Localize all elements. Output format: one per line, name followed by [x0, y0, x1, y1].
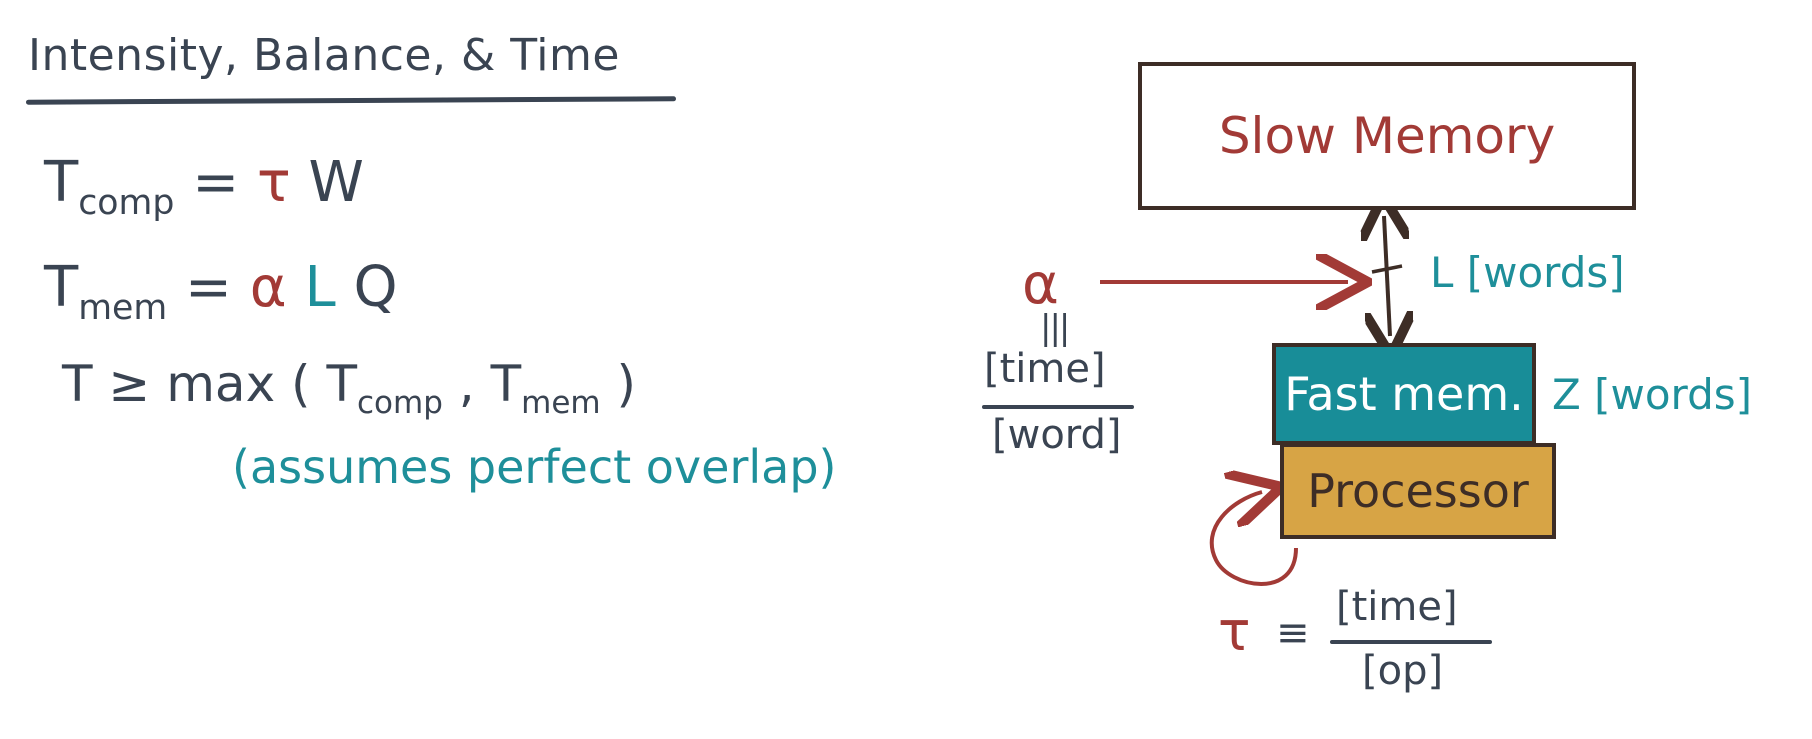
- eq3-end: ): [600, 355, 636, 413]
- eq1-w: W: [290, 150, 364, 215]
- eq3-lhs: T ≥ max ( T: [62, 355, 357, 413]
- title: Intensity, Balance, & Time: [28, 30, 620, 81]
- eq2-l: L: [286, 255, 336, 320]
- eq1-sub: comp: [78, 183, 175, 224]
- eq3-sub2: mem: [521, 384, 601, 421]
- eq1-eq: =: [174, 150, 257, 215]
- alpha-equivalence: |||: [1040, 308, 1070, 348]
- processor-loop-arrow: [1209, 492, 1298, 586]
- tau-equivalence: ≡: [1276, 610, 1310, 656]
- overlap-note: (assumes perfect overlap): [232, 440, 837, 494]
- fast-memory-size-label: Z [words]: [1552, 370, 1753, 419]
- eq1-lhs: T: [44, 150, 79, 215]
- tau-numerator: [time]: [1336, 584, 1458, 630]
- memory-link-tick: [1371, 264, 1403, 274]
- equation-t-mem: Tmem = α L Q: [44, 255, 398, 328]
- alpha-denominator: [word]: [992, 412, 1122, 458]
- eq2-eq: =: [167, 255, 250, 320]
- eq2-sub: mem: [78, 288, 168, 329]
- alpha-symbol: α: [1022, 252, 1059, 317]
- tau-fraction-bar: [1330, 640, 1492, 644]
- alpha-fraction-bar: [982, 405, 1134, 409]
- memory-link-arrow: [1384, 216, 1390, 336]
- bandwidth-label: L [words]: [1430, 248, 1625, 297]
- eq1-tau: τ: [256, 150, 291, 215]
- tau-symbol: τ: [1218, 600, 1251, 663]
- fast-memory-label: Fast mem.: [1284, 367, 1524, 421]
- processor-box: Processor: [1280, 443, 1556, 539]
- eq2-alpha: α: [249, 255, 287, 320]
- equation-t-max: T ≥ max ( Tcomp , Tmem ): [62, 355, 636, 421]
- equation-t-comp: Tcomp = τ W: [44, 150, 364, 223]
- alpha-numerator: [time]: [984, 346, 1106, 392]
- eq3-sub1: comp: [357, 384, 443, 421]
- fast-memory-box: Fast mem.: [1272, 343, 1536, 445]
- slow-memory-box: Slow Memory: [1138, 62, 1636, 210]
- eq3-mid: , T: [442, 355, 522, 413]
- eq2-lhs: T: [44, 255, 79, 320]
- slow-memory-label: Slow Memory: [1218, 107, 1556, 165]
- eq2-q: Q: [335, 255, 398, 320]
- tau-denominator: [op]: [1362, 648, 1444, 694]
- processor-label: Processor: [1307, 464, 1529, 518]
